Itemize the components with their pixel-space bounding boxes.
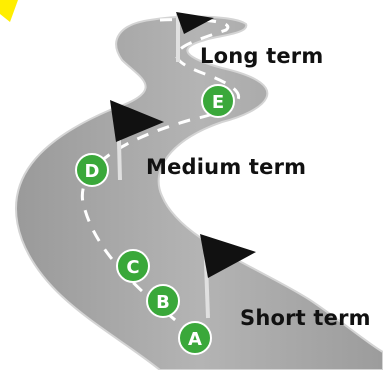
marker-a: A: [178, 321, 212, 355]
flag-medium-term: [110, 100, 164, 181]
svg-text:D: D: [85, 161, 100, 182]
marker-e: E: [201, 84, 235, 118]
label-long-term: Long term: [200, 44, 324, 68]
svg-text:A: A: [188, 329, 202, 350]
flag-short-term: [200, 234, 256, 319]
flag-long-term: [176, 12, 214, 62]
label-short-term: Short term: [240, 306, 371, 330]
road: [14, 15, 383, 370]
lane-marking: [80, 18, 241, 342]
marker-d: D: [75, 153, 109, 187]
marker-c: C: [116, 249, 150, 283]
svg-text:C: C: [126, 257, 139, 278]
svg-text:B: B: [156, 292, 170, 313]
label-medium-term: Medium term: [146, 155, 307, 179]
marker-b: B: [146, 284, 180, 318]
corner-accent: [0, 0, 18, 22]
svg-text:E: E: [212, 92, 224, 113]
